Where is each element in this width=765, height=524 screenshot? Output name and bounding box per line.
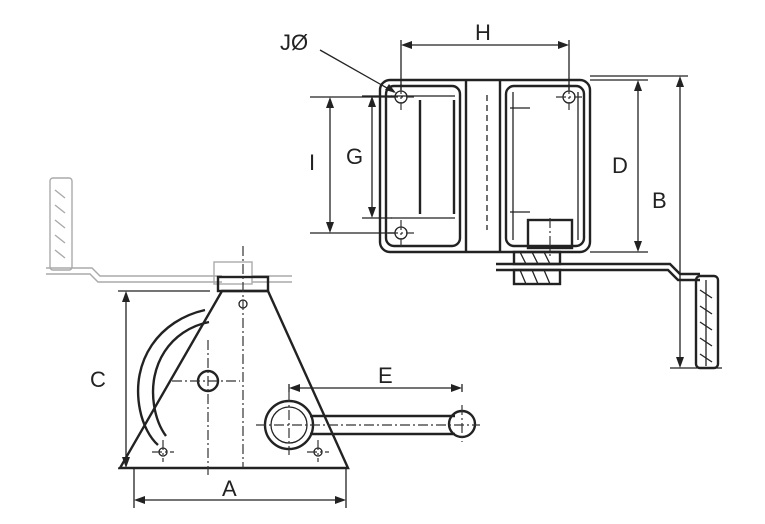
winch-side-view: C A E xyxy=(46,177,480,508)
dimension-H: H xyxy=(400,20,570,90)
right-slot-frame xyxy=(504,84,586,248)
label-I: I xyxy=(309,150,315,175)
label-E: E xyxy=(378,363,393,388)
dimension-J: JØ xyxy=(280,30,396,93)
winch-front-view: H JØ I G D xyxy=(280,20,722,370)
label-A: A xyxy=(222,476,237,501)
handle-grip xyxy=(694,274,720,370)
dimension-G: G xyxy=(346,95,392,219)
left-slot-frame xyxy=(384,84,462,248)
dimension-I: I xyxy=(309,96,395,234)
dimension-B: B xyxy=(590,75,722,369)
dimension-C: C xyxy=(90,290,210,469)
cable-drum-arc xyxy=(136,308,206,446)
backplate xyxy=(378,78,592,254)
label-G: G xyxy=(346,144,363,169)
label-B: B xyxy=(652,188,667,213)
crank-arm xyxy=(310,414,455,436)
dimension-E: E xyxy=(288,363,463,392)
label-J: JØ xyxy=(280,30,308,55)
dimension-A: A xyxy=(133,468,347,508)
winch-housing xyxy=(117,289,350,470)
label-D: D xyxy=(612,153,628,178)
label-H: H xyxy=(475,20,491,45)
dimension-D: D xyxy=(590,79,648,253)
label-C: C xyxy=(90,367,106,392)
ghost-bracket xyxy=(46,177,292,285)
base-rail xyxy=(496,262,700,282)
